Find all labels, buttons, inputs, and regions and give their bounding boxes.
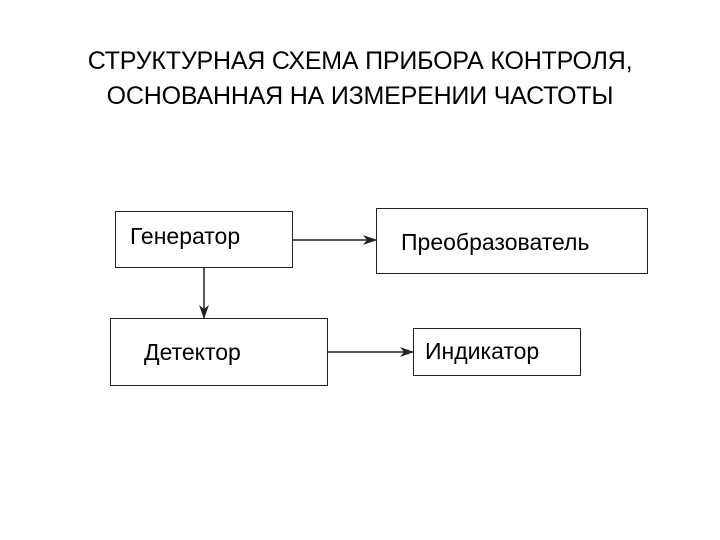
slide-title: СТРУКТУРНАЯ СХЕМА ПРИБОРА КОНТРОЛЯ, ОСНО… <box>0 44 720 114</box>
block-generator: Генератор <box>115 211 293 268</box>
title-line-1: СТРУКТУРНАЯ СХЕМА ПРИБОРА КОНТРОЛЯ, <box>87 47 633 75</box>
block-generator-label: Генератор <box>130 223 241 249</box>
block-detector-label: Детектор <box>144 339 241 365</box>
block-detector: Детектор <box>110 318 328 386</box>
block-converter-label: Преобразователь <box>401 229 590 255</box>
block-converter: Преобразователь <box>376 208 648 274</box>
block-indicator: Индикатор <box>413 328 581 376</box>
title-line-2: ОСНОВАННАЯ НА ИЗМЕРЕНИИ ЧАСТОТЫ <box>106 82 614 110</box>
block-indicator-label: Индикатор <box>425 338 540 364</box>
